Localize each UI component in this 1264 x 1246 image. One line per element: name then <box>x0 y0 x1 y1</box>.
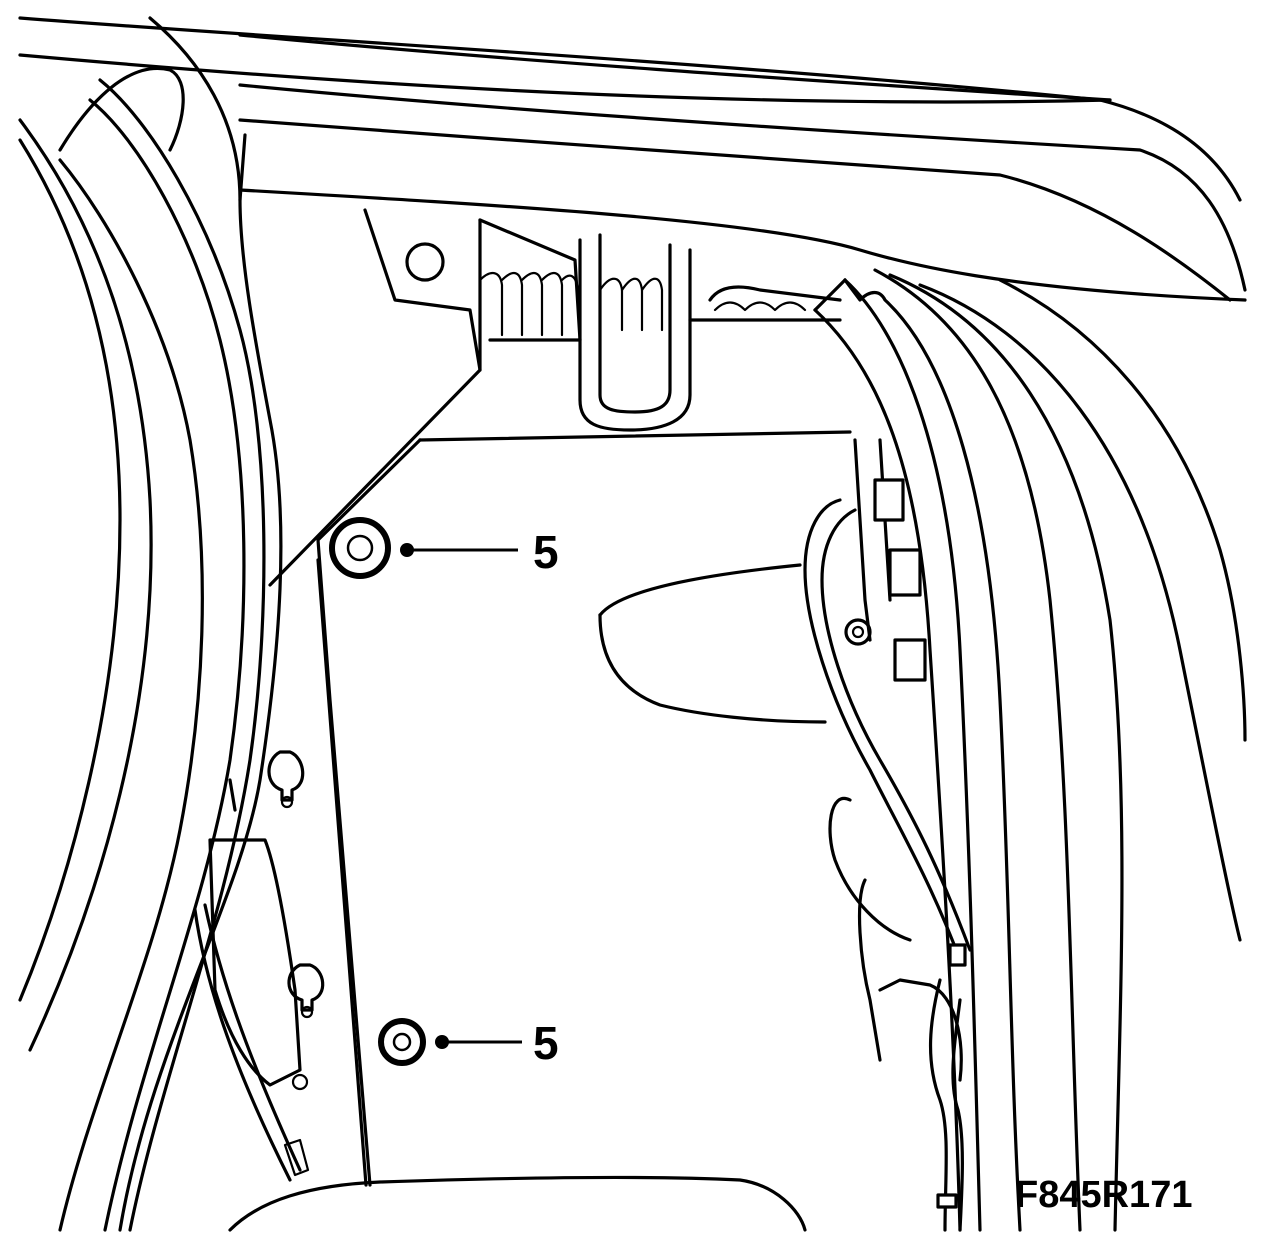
right-door-seal <box>813 268 1247 1232</box>
roof-rail <box>18 16 1247 302</box>
spring-coil-right <box>598 277 664 332</box>
spring-bracket <box>268 208 842 587</box>
side-details <box>193 750 325 1182</box>
upper-fastener <box>329 517 391 579</box>
lower-fastener <box>378 1018 426 1066</box>
left-pillar <box>18 16 283 1232</box>
callout-label-lower: 5 <box>533 1017 559 1069</box>
callout-label-upper: 5 <box>533 526 559 578</box>
figure-code: F845R171 <box>1015 1174 1192 1216</box>
spring-coil-left <box>478 272 580 337</box>
callout-upper: 5 <box>400 526 559 578</box>
trim-panel <box>228 430 852 1232</box>
wiring-harness <box>803 438 972 1232</box>
callout-lower: 5 <box>435 1017 559 1069</box>
